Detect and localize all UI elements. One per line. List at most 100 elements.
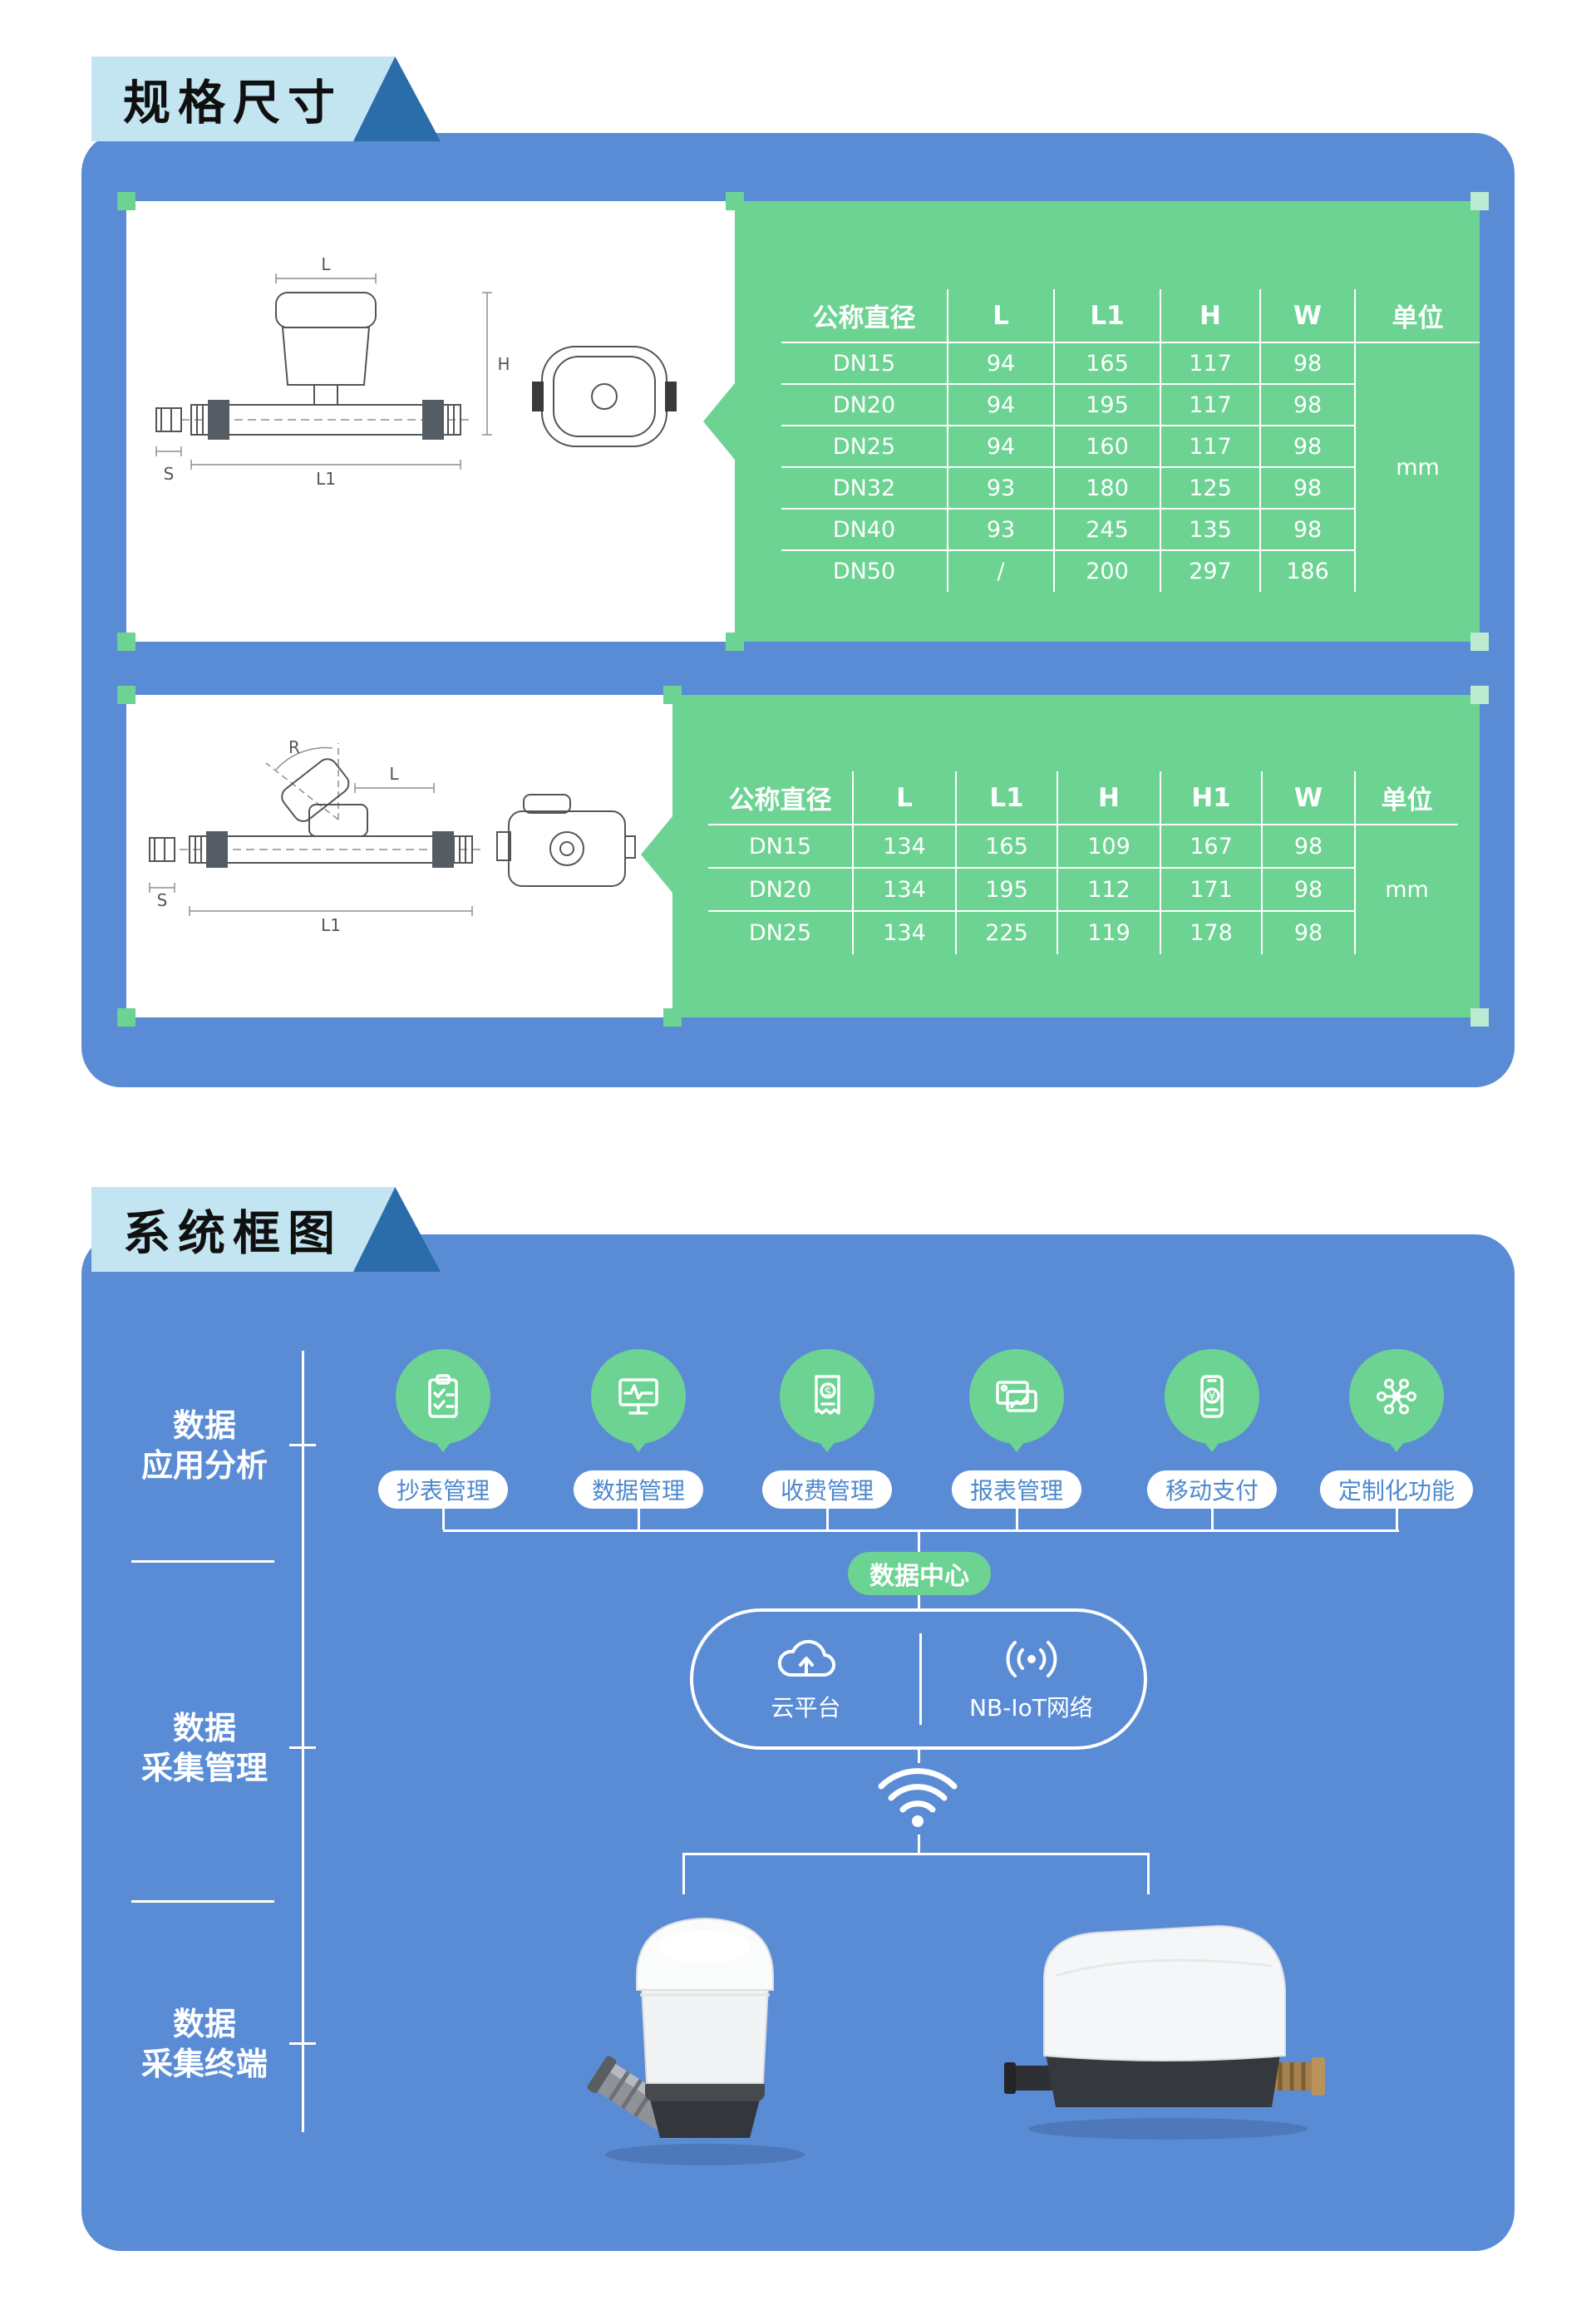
cell: 225 <box>955 910 1058 955</box>
cell: 245 <box>1053 508 1161 551</box>
col-header: W <box>1259 288 1356 343</box>
app-label-pill: 报表管理 <box>951 1470 1082 1509</box>
nbiot-group: NB-IoT网络 <box>919 1612 1144 1746</box>
table-row: DN32 93 180 125 98 <box>781 466 1480 510</box>
connector-line <box>1210 1509 1214 1529</box>
page-title: 规格尺寸 <box>123 76 342 131</box>
cell: 125 <box>1160 466 1261 510</box>
corner-marker <box>117 1008 135 1027</box>
separator-line <box>131 1560 274 1563</box>
corner-marker <box>726 633 744 651</box>
dim-label-L: L <box>389 764 399 784</box>
cell: 94 <box>947 425 1055 468</box>
section-title-system: 系统框图 <box>91 1187 441 1272</box>
layer-label-collection: 数据 采集管理 <box>140 1710 268 1786</box>
cell: / <box>947 549 1055 593</box>
cell: 98 <box>1259 466 1356 510</box>
dim-label-S: S <box>164 464 175 484</box>
clipboard-icon <box>396 1349 490 1452</box>
smart-meter-product-horizontal <box>1004 1924 1325 2140</box>
connector-line <box>918 1750 920 1763</box>
divider-line <box>919 1633 922 1725</box>
cloud-upload-icon <box>777 1639 835 1677</box>
cell: 165 <box>1053 342 1161 385</box>
spec-panel: L L1 H S 公称直径 L L1 H W 单位 <box>81 133 1515 1087</box>
cell: DN32 <box>781 466 948 510</box>
bus-line <box>443 1529 1399 1532</box>
cell: DN25 <box>707 910 854 955</box>
cell: DN15 <box>781 342 948 385</box>
cell: 165 <box>955 824 1058 869</box>
col-header: L1 <box>955 771 1058 825</box>
cell: 93 <box>947 466 1055 510</box>
col-header: L <box>852 771 957 825</box>
cell: 167 <box>1160 824 1263 869</box>
cell: 98 <box>1261 867 1356 912</box>
connector-line <box>918 1835 920 1854</box>
cloud-platform-label: 云平台 <box>771 1694 841 1721</box>
cell: DN20 <box>781 383 948 426</box>
technical-drawing-meter-1: L L1 H S <box>151 254 677 489</box>
mobile-pay-icon: ¥ <box>1165 1349 1259 1452</box>
dimension-table-2: 公称直径 L L1 H H1 W 单位 DN15 134 165 109 <box>707 771 1459 955</box>
technical-drawing-meter-2: R L L1 S <box>143 737 642 935</box>
cell: 117 <box>1160 425 1261 468</box>
svg-text:¥: ¥ <box>1208 1389 1216 1404</box>
cell: 134 <box>852 910 957 955</box>
table-row: DN20 94 195 117 98 <box>781 383 1480 426</box>
cell: 186 <box>1259 549 1356 593</box>
app-label-pill: 收费管理 <box>761 1470 893 1509</box>
spec-card-1: L L1 H S 公称直径 L L1 H W 单位 <box>117 192 1489 651</box>
connector-line <box>1147 1853 1150 1894</box>
col-header: L <box>947 288 1055 343</box>
monitor-wave-icon <box>591 1349 686 1452</box>
corner-marker <box>1470 192 1489 210</box>
cell: 94 <box>947 342 1055 385</box>
section-title: 系统框图 <box>123 1206 342 1261</box>
table-row: DN25 94 160 117 98 <box>781 425 1480 468</box>
cell: 195 <box>1053 383 1161 426</box>
section-title-spec: 规格尺寸 <box>91 57 441 141</box>
cell: 134 <box>852 824 957 869</box>
cell: 117 <box>1160 342 1261 385</box>
dim-label-R: R <box>288 737 300 757</box>
receipt-dollar-icon: $ <box>780 1349 874 1452</box>
separator-line <box>131 1900 274 1903</box>
dim-label-L: L <box>321 254 331 274</box>
cell: DN50 <box>781 549 948 593</box>
svg-text:$: $ <box>824 1384 832 1399</box>
col-header: 公称直径 <box>707 771 854 825</box>
connector-line <box>918 1595 920 1608</box>
col-header: H1 <box>1160 771 1263 825</box>
cell: 134 <box>852 867 957 912</box>
table-row: DN15 134 165 109 167 98 mm <box>707 824 1459 955</box>
cell: 93 <box>947 508 1055 551</box>
col-header: H <box>1160 288 1261 343</box>
cell: 98 <box>1261 824 1356 869</box>
connector-line <box>1395 1509 1398 1529</box>
col-header: L1 <box>1053 288 1161 343</box>
connector-line <box>441 1509 445 1529</box>
table-header-row: 公称直径 L L1 H H1 W 单位 <box>707 771 1459 825</box>
tick-line <box>289 1746 316 1749</box>
app-label-pill: 定制化功能 <box>1319 1470 1474 1509</box>
cell: 195 <box>955 867 1058 912</box>
corner-marker <box>117 686 135 704</box>
connector-line <box>1015 1509 1018 1529</box>
tick-line <box>289 2042 316 2045</box>
col-header: W <box>1261 771 1356 825</box>
col-header: 单位 <box>1354 771 1459 825</box>
corner-marker <box>117 633 135 651</box>
col-header: H <box>1057 771 1161 825</box>
pointer-notch <box>703 383 735 460</box>
table-row: DN15 94 165 117 98 mm <box>781 342 1480 593</box>
app-label-pill: 移动支付 <box>1146 1470 1278 1509</box>
table-row: DN40 93 245 135 98 <box>781 508 1480 551</box>
cell: 178 <box>1160 910 1263 955</box>
data-center-badge: 数据中心 <box>848 1552 991 1595</box>
cell: 98 <box>1261 910 1356 955</box>
corner-marker <box>663 686 682 704</box>
cell: 171 <box>1160 867 1263 912</box>
unit-cell: mm <box>1354 342 1480 593</box>
